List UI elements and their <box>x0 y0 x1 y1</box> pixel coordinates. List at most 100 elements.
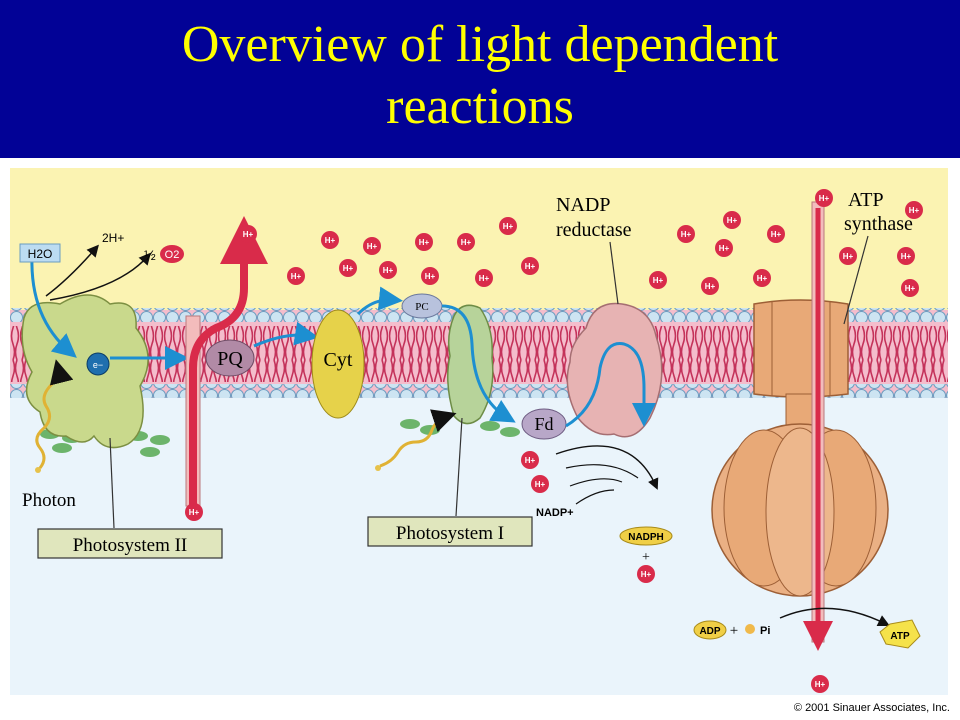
proton-h-plus-label: H+ <box>479 274 490 283</box>
proton-h-plus-label: H+ <box>535 480 546 489</box>
proton-h-plus <box>897 247 915 265</box>
photosystem-i-label-box <box>367 516 533 547</box>
atp-badge <box>879 619 921 649</box>
proton-h-plus <box>339 259 357 277</box>
proton-h-plus <box>363 237 381 255</box>
proton-h-plus-label: H+ <box>705 282 716 291</box>
atp-synthase-label-1: ATP <box>848 189 884 211</box>
proton-h-plus <box>475 269 493 287</box>
half-label: ½ <box>144 247 156 263</box>
pq-label: PQ <box>217 348 243 370</box>
proton-h-plus-label: H+ <box>243 230 254 239</box>
h2o-box <box>19 243 61 263</box>
fd-label: Fd <box>534 414 553 434</box>
proton-h-plus-label: H+ <box>901 252 912 261</box>
proton-h-plus-label: H+ <box>757 274 768 283</box>
proton-h-plus-label: H+ <box>843 252 854 261</box>
proton-h-plus-label: H+ <box>425 272 436 281</box>
ferredoxin-fd <box>521 408 567 440</box>
proton-h-plus <box>421 267 439 285</box>
photosystem-i <box>447 304 494 425</box>
nadph-badge <box>619 526 673 546</box>
nadp-reductase-label-2: reductase <box>556 219 632 241</box>
proton-h-plus-label: H+ <box>815 680 826 689</box>
proton-h-plus <box>239 225 257 243</box>
proton-h-plus <box>839 247 857 265</box>
pc-label: PC <box>415 301 428 313</box>
proton-h-plus-label: H+ <box>503 222 514 231</box>
proton-h-plus-label: H+ <box>719 244 730 253</box>
slide-title: Overview of light dependent reactions <box>0 14 960 138</box>
proton-h-plus <box>649 271 667 289</box>
proton-h-plus <box>499 217 517 235</box>
proton-h-plus <box>415 233 433 251</box>
electron-label: e− <box>93 360 103 370</box>
2h-plus-label: 2H+ <box>102 231 124 245</box>
proton-h-plus <box>321 231 339 249</box>
protons: H+ H+ H+ H+ H+ H+ H+ H+ H+ H+ H+ H+ H+ H+ H+ H+ H+ H+ H+ H+… <box>185 189 923 693</box>
proton-h-plus <box>767 225 785 243</box>
photosystem-ii-label-box <box>37 528 223 559</box>
proton-h-plus-label: H+ <box>189 508 200 517</box>
proton-h-plus-label: H+ <box>461 238 472 247</box>
proton-h-plus-label: H+ <box>653 276 664 285</box>
title-bar: Overview of light dependent reactions <box>0 0 960 158</box>
electron <box>86 352 110 376</box>
proton-h-plus-label: H+ <box>727 216 738 225</box>
proton-h-plus <box>521 257 539 275</box>
chlorophyll-pigments <box>40 419 520 457</box>
photosystem-ii-label: Photosystem II <box>73 535 188 556</box>
proton-h-plus-label: H+ <box>771 230 782 239</box>
proton-h-plus-label: H+ <box>367 242 378 251</box>
proton-h-plus-label: H+ <box>905 284 916 293</box>
proton-h-plus <box>531 475 549 493</box>
atp-label: ATP <box>890 631 910 642</box>
proton-h-plus <box>715 239 733 257</box>
photon-label: Photon <box>22 490 76 511</box>
proton-h-plus-label: H+ <box>525 262 536 271</box>
proton-h-plus-label: H+ <box>383 266 394 275</box>
cyt-label: Cyt <box>324 349 353 371</box>
phosphate-dot <box>745 624 755 634</box>
light-reactions-diagram: e− H2O 2H+ ½ O2 Photon Photosystem II PQ… <box>10 168 948 695</box>
proton-h-plus-label: H+ <box>681 230 692 239</box>
proton-h-plus-label: H+ <box>641 570 652 579</box>
o2-badge <box>160 245 184 263</box>
proton-h-plus <box>723 211 741 229</box>
nadph-plus: + <box>642 550 650 565</box>
photosystem-i-label: Photosystem I <box>396 523 504 544</box>
adp-plus: + <box>730 623 738 639</box>
thylakoid-lumen <box>10 168 948 310</box>
h2o-label: H2O <box>28 247 53 261</box>
proton-h-plus-label: H+ <box>525 456 536 465</box>
proton-h-plus <box>457 233 475 251</box>
adp-label: ADP <box>699 626 720 637</box>
proton-h-plus <box>901 279 919 297</box>
proton-h-plus <box>701 277 719 295</box>
proton-h-plus <box>379 261 397 279</box>
proton-h-plus-label: H+ <box>291 272 302 281</box>
atp-synthase-label-2: synthase <box>844 213 913 235</box>
o2-label: O2 <box>165 249 180 261</box>
proton-h-plus-label: H+ <box>419 238 430 247</box>
proton-h-plus <box>815 189 833 207</box>
pi-label: Pi <box>760 625 770 637</box>
proton-h-plus <box>185 503 203 521</box>
proton-h-plus-label: H+ <box>343 264 354 273</box>
proton-h-plus-label: H+ <box>819 194 830 203</box>
nadph-label: NADPH <box>628 532 664 543</box>
atp-synthase <box>711 201 889 651</box>
proton-h-plus <box>753 269 771 287</box>
proton-h-plus <box>905 201 923 219</box>
nadp-reductase-label-1: NADP <box>556 194 610 216</box>
nadp-plus-label: NADP+ <box>536 507 574 519</box>
proton-h-plus <box>521 451 539 469</box>
cytochrome-complex <box>311 309 365 419</box>
proton-h-plus <box>677 225 695 243</box>
copyright-text: © 2001 Sinauer Associates, Inc. <box>793 702 950 714</box>
proton-h-plus <box>637 565 655 583</box>
proton-h-plus <box>287 267 305 285</box>
title-line-1: Overview of light dependent <box>181 16 779 73</box>
adp-badge <box>693 620 727 640</box>
proton-h-plus-label: H+ <box>909 206 920 215</box>
